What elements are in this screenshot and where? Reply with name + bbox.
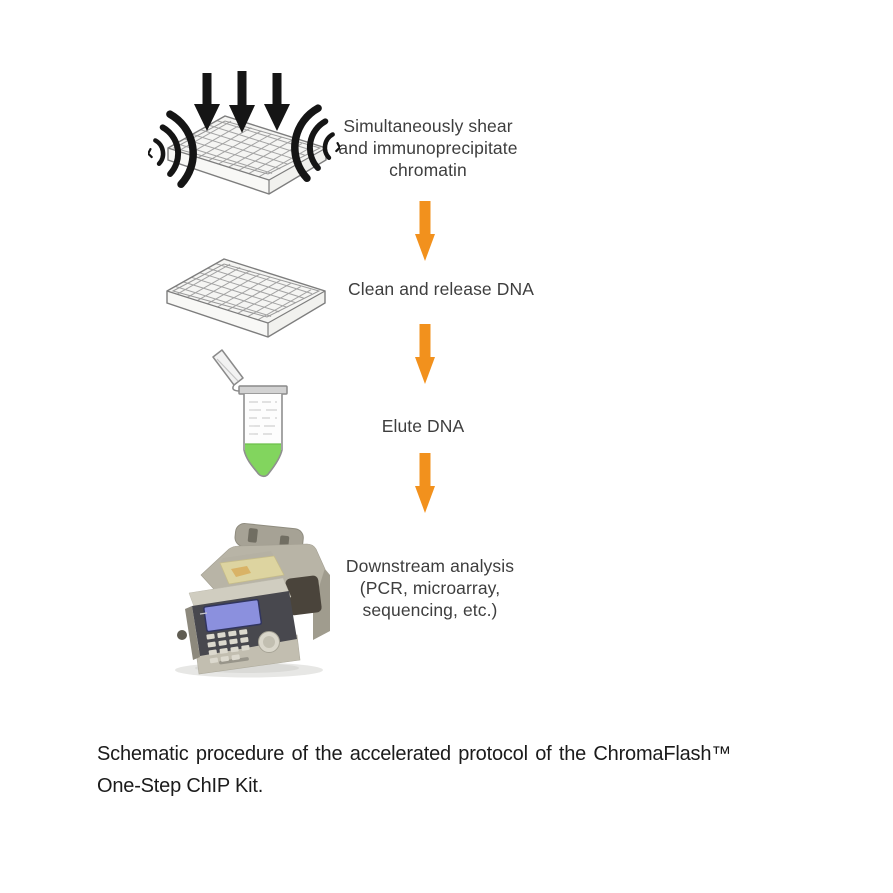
down-arrow-icon	[415, 324, 435, 384]
keypad	[206, 629, 250, 664]
sonicated-microplate-icon	[148, 71, 340, 202]
eluate-liquid	[244, 444, 282, 477]
figure-caption-line-2: One-Step ChIP Kit.	[97, 774, 264, 797]
sound-waves-right-icon	[291, 104, 340, 183]
down-arrow-icon	[415, 453, 435, 513]
lcd-display	[203, 598, 263, 633]
side-window	[285, 575, 322, 616]
microcentrifuge-tube-icon	[212, 349, 288, 478]
down-arrow-icon	[415, 201, 435, 261]
figure-caption-line-1: Schematic procedure of the accelerated p…	[97, 743, 732, 765]
step-label-clean: Clean and release DNA	[348, 279, 534, 299]
figure-caption: Schematic procedure of the accelerated p…	[97, 739, 737, 802]
tube-graduations	[249, 401, 277, 435]
tube-cap-icon	[212, 349, 244, 392]
pcr-thermocycler-icon	[175, 523, 330, 678]
front-port	[177, 630, 187, 640]
sound-waves-left-icon	[148, 110, 197, 189]
step-label-elute: Elute DNA	[381, 416, 465, 436]
press-arrows-icon	[194, 71, 290, 133]
step-label-downstream: Downstream analysis (PCR, microarray, se…	[345, 556, 515, 620]
step-label-shear: Simultaneously shear and immunoprecipita…	[338, 116, 518, 180]
